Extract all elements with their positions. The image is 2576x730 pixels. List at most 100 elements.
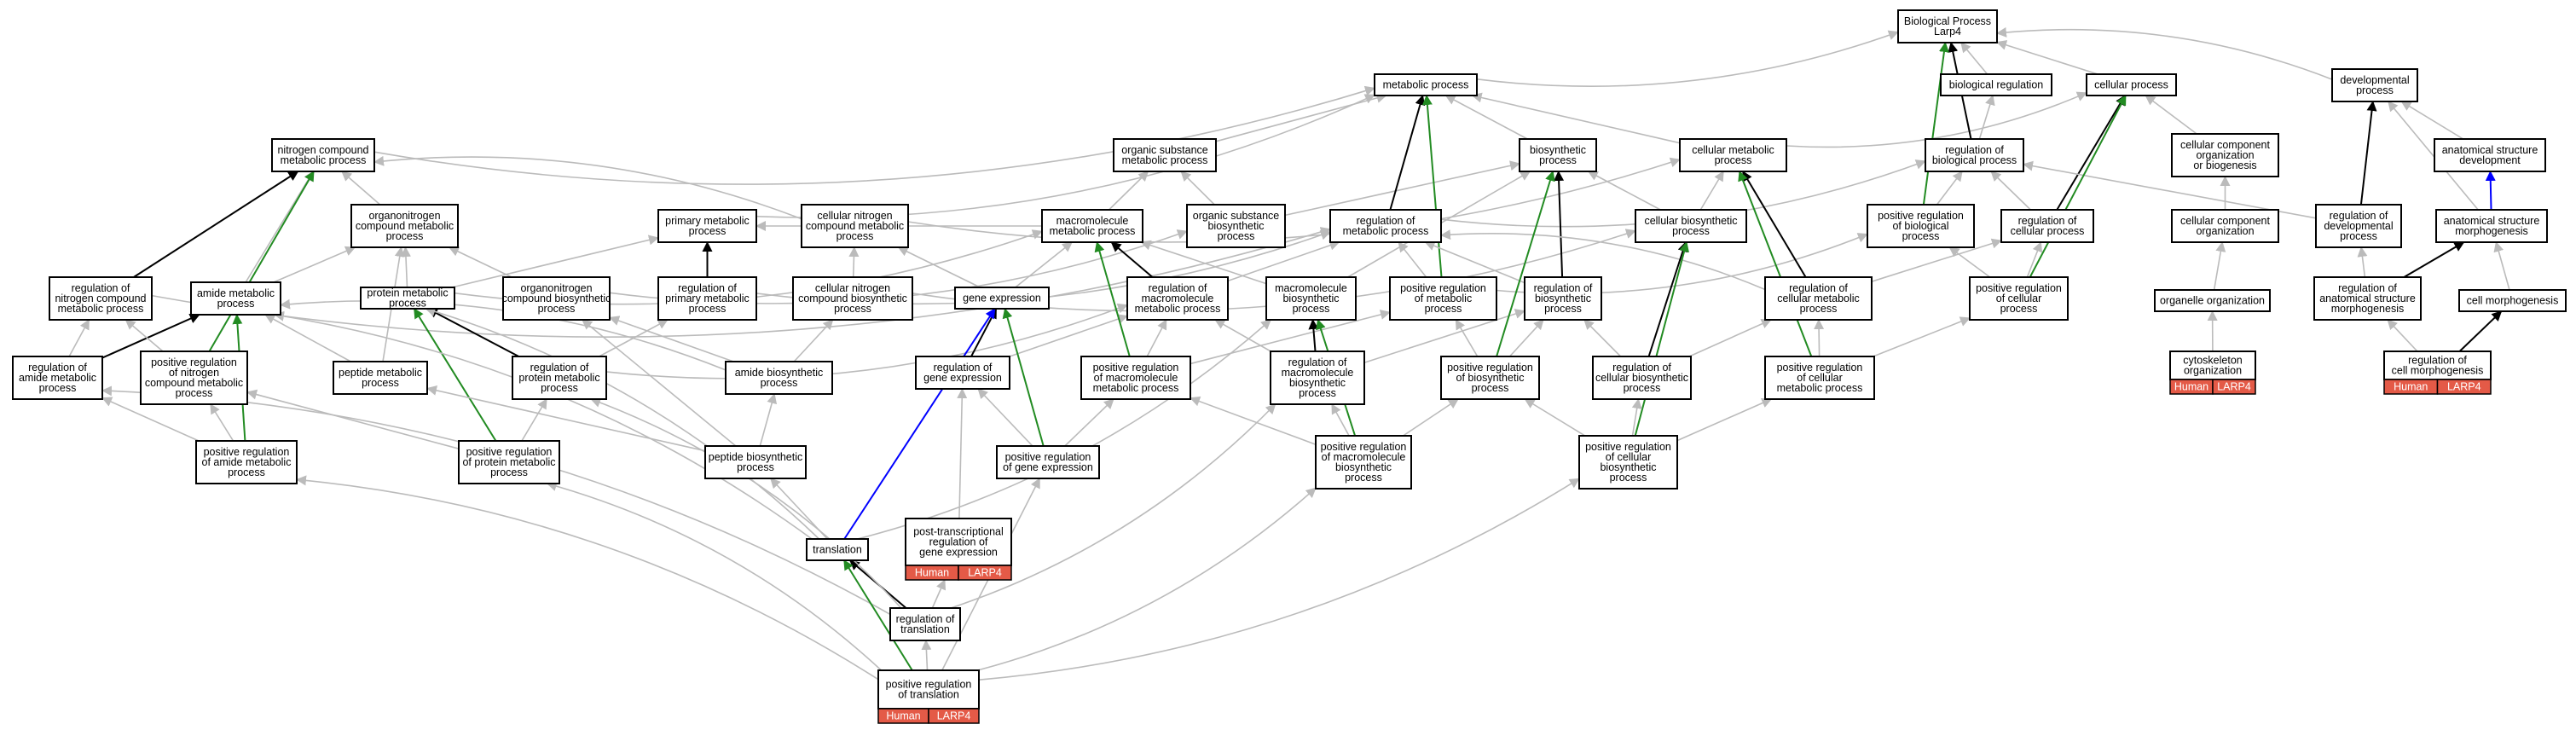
edge-is-a [2493,241,2510,291]
edge-regulates [2359,101,2377,206]
node-cp[interactable]: cellular process [2086,73,2177,96]
annotation-tag-cell [2212,379,2256,395]
node-label: of biological [1892,220,1948,232]
node-mp[interactable]: metabolic process [1374,73,1478,96]
edge-is-a [1140,240,1267,285]
node-box [2315,204,2402,248]
node-label: positive regulation [466,446,553,458]
node-label: of metabolic [1415,293,1472,304]
node-box [2171,133,2279,177]
annotation-species: Human [2174,381,2208,393]
edge-is-a [1331,403,1350,437]
node-box [1578,435,1678,490]
edge-is-a [1873,316,1971,357]
edge-is-a [1015,241,1073,288]
node-label: process [1672,225,1710,237]
node-translation[interactable]: translation [806,538,869,561]
node-oo[interactable]: organelle organization [2154,289,2271,312]
node-cm[interactable]: cell morphogenesis [2458,289,2567,312]
node-label: regulation of [2330,210,2388,222]
node-label: cellular biosynthetic [1644,215,1737,227]
node-label: peptide metabolic [339,367,422,379]
node-label: amide metabolic [19,372,96,384]
node-label: developmental [2324,220,2393,232]
node-label: nitrogen compound [55,293,146,304]
node-label: post-transcriptional [913,526,1004,538]
node-label: of biosynthetic [1456,372,1525,384]
node-label: regulation of [896,613,955,625]
edge-positively-regulates [2029,95,2127,278]
edge-is-a [448,246,512,278]
node-label: biosynthetic [1207,220,1264,232]
node-label: organonitrogen [520,282,592,294]
node-genex[interactable]: gene expression [954,287,1050,310]
edge-develops-from [843,308,996,540]
node-box [360,287,455,310]
node-label: positive regulation [1976,282,2062,294]
edge-is-a [1190,396,1317,445]
node-regmacrobp[interactable]: regulation ofmacromoleculebiosyntheticpr… [1270,351,1365,405]
node-breg[interactable]: biological regulation [1940,73,2052,96]
edge-is-a [1108,171,1149,211]
node-box [1925,138,2024,172]
node-box [657,209,757,243]
node-label: organization [2196,149,2254,161]
